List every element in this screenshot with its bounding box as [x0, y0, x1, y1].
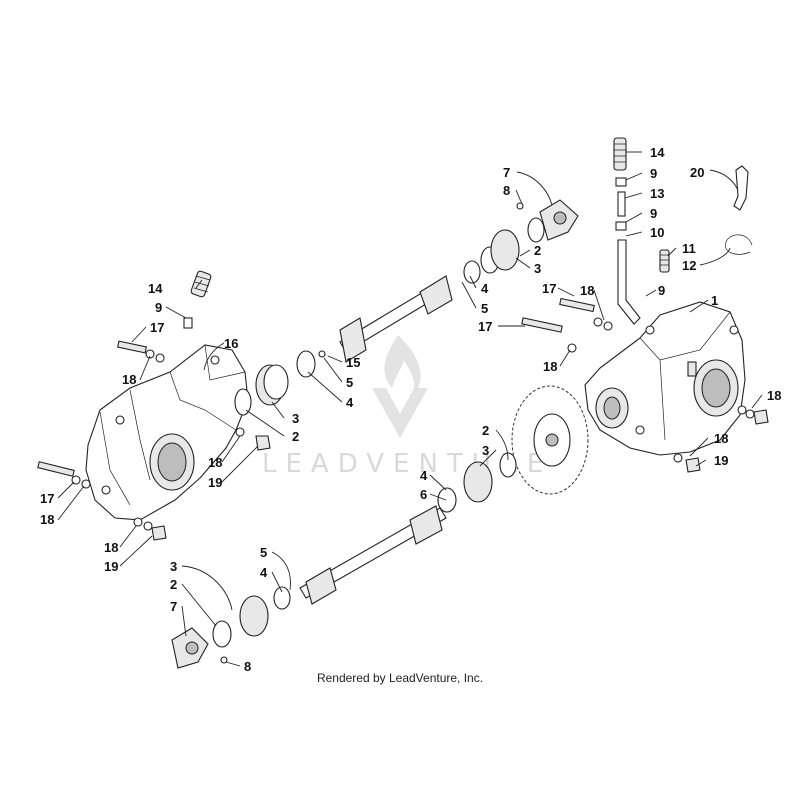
callout-13: 13 — [650, 186, 664, 201]
callout-16: 16 — [224, 336, 238, 351]
callout-9: 9 — [658, 283, 665, 298]
footer-credit: Rendered by LeadVenture, Inc. — [317, 671, 483, 685]
callout-17: 17 — [478, 319, 492, 334]
callout-18: 18 — [714, 431, 728, 446]
callout-14: 14 — [650, 145, 665, 160]
callout-18: 18 — [767, 388, 781, 403]
lower-right-boot-assembly — [437, 452, 517, 513]
lower-axle-shaft — [299, 505, 447, 605]
callout-18: 18 — [580, 283, 594, 298]
lower-left-boot-assembly — [171, 586, 291, 669]
callout-7: 7 — [503, 165, 510, 180]
callout-20: 20 — [690, 165, 704, 180]
snap-ring — [724, 234, 753, 255]
callout-3: 3 — [292, 411, 299, 426]
upper-left-boot-assembly — [234, 350, 326, 416]
callout-3: 3 — [534, 261, 541, 276]
callout-15: 15 — [346, 355, 360, 370]
callout-5: 5 — [346, 375, 353, 390]
spring-right-small — [659, 249, 670, 273]
callout-7: 7 — [170, 599, 177, 614]
callout-4: 4 — [481, 281, 489, 296]
callout-18: 18 — [104, 540, 118, 555]
callout-4: 4 — [346, 395, 354, 410]
left-gearcase-housing — [85, 344, 249, 521]
right-gearcase-housing — [584, 301, 746, 456]
callout-19: 19 — [104, 559, 118, 574]
callout-12: 12 — [682, 258, 696, 273]
leadventure-watermark-logo: LEADVENTURE — [262, 335, 552, 479]
callout-5: 5 — [260, 545, 267, 560]
callout-14: 14 — [148, 281, 163, 296]
callout-2: 2 — [170, 577, 177, 592]
callout-4: 4 — [260, 565, 268, 580]
spring-left — [183, 270, 212, 329]
callout-2: 2 — [534, 243, 541, 258]
upper-axle-shaft — [339, 275, 453, 363]
callout-11: 11 — [682, 241, 696, 256]
callout-4: 4 — [420, 468, 428, 483]
callout-3: 3 — [170, 559, 177, 574]
callout-18: 18 — [122, 372, 136, 387]
upper-right-boot-assembly — [463, 199, 579, 284]
callout-5: 5 — [481, 301, 488, 316]
callout-6: 6 — [420, 487, 427, 502]
callout-1: 1 — [711, 293, 718, 308]
callout-18: 18 — [208, 455, 222, 470]
watermark-text: LEADVENTURE — [262, 449, 552, 479]
callout-17: 17 — [150, 320, 164, 335]
callout-18: 18 — [543, 359, 557, 374]
callout-3: 3 — [482, 443, 489, 458]
callout-labels: 14 9 13 9 10 11 12 20 7 8 2 3 4 5 17 18 … — [40, 145, 781, 674]
retaining-clip — [733, 165, 749, 211]
callout-17: 17 — [40, 491, 54, 506]
callout-2: 2 — [482, 423, 489, 438]
callout-17: 17 — [542, 281, 556, 296]
callout-18: 18 — [40, 512, 54, 527]
leader-lines — [57, 151, 763, 667]
callout-19: 19 — [208, 475, 222, 490]
fasteners — [37, 297, 769, 541]
callout-9: 9 — [650, 166, 657, 181]
callout-19: 19 — [714, 453, 728, 468]
callout-8: 8 — [244, 659, 251, 674]
brake-disc — [511, 385, 589, 495]
spring-right-top — [613, 137, 641, 325]
callout-9: 9 — [650, 206, 657, 221]
callout-8: 8 — [503, 183, 510, 198]
callout-10: 10 — [650, 225, 664, 240]
callout-9: 9 — [155, 300, 162, 315]
callout-2: 2 — [292, 429, 299, 444]
